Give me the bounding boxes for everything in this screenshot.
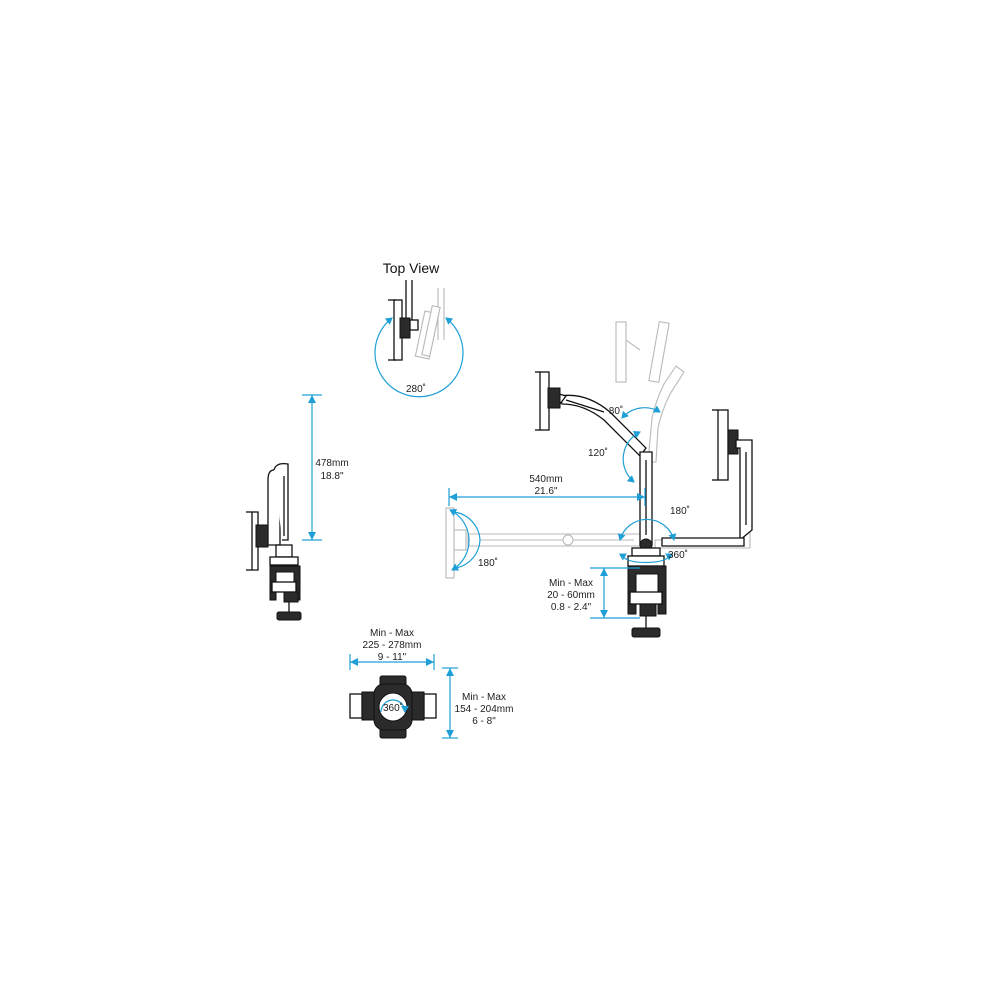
height-mm-label: 478mm (315, 458, 348, 469)
top-view-rotation-arc (374, 317, 464, 398)
active-arm (535, 371, 647, 457)
tilt-down-arc (622, 431, 641, 483)
arm-post (627, 451, 665, 567)
side-view-arm (246, 462, 299, 571)
main-view-group: 540mm 21.6" 80˚ 120˚ 180˚ 360˚ 180˚ Min … (445, 320, 753, 638)
top-view-rotation-label: 280˚ (406, 383, 426, 395)
tablet-holder (349, 675, 437, 739)
top-view-ghost-tablet (414, 288, 445, 360)
top-view-tablet (388, 280, 419, 361)
tilt-up-arc (621, 405, 661, 419)
tilt-up-label: 80˚ (609, 405, 623, 417)
clamp-range-label: Min - Max (549, 578, 593, 589)
reach-mm-label: 540mm (529, 474, 562, 485)
side-view-group: 478mm 18.8" (246, 394, 349, 621)
holder-height-mm-label: 154 - 204mm (455, 704, 514, 715)
height-in-label: 18.8" (320, 471, 343, 482)
tablet-tilt-arc (449, 509, 470, 571)
arm-swivel-arc (617, 518, 677, 541)
top-view-group: Top View 280˚ (374, 260, 464, 398)
clamp-in-label: 0.8 - 2.4" (551, 602, 592, 613)
side-view-clamp (269, 565, 302, 621)
base-swivel-arc (618, 553, 674, 564)
reach-in-label: 21.6" (534, 486, 557, 497)
tablet-tilt-label: 180˚ (478, 557, 498, 569)
holder-height-in-label: 6 - 8" (472, 716, 496, 727)
holder-rotation-label: 360˚ (383, 702, 403, 714)
top-view-title: Top View (383, 260, 440, 276)
holder-width-range-label: Min - Max (370, 628, 414, 639)
ghost-side-arm (654, 409, 753, 549)
holder-height-range-label: Min - Max (462, 692, 506, 703)
holder-group: Min - Max 225 - 278mm 9 - 11" Min - Max … (349, 628, 514, 739)
clamp-mm-label: 20 - 60mm (547, 590, 595, 601)
base-swivel-label: 360˚ (668, 549, 688, 561)
holder-width-mm-label: 225 - 278mm (363, 640, 422, 651)
holder-width-in-label: 9 - 11" (378, 652, 407, 663)
main-clamp (627, 565, 667, 638)
arm-swivel-label: 180˚ (670, 505, 690, 517)
holder-rotation-arc (380, 699, 409, 713)
tilt-down-label: 120˚ (588, 447, 608, 459)
ghost-raised-arm (615, 320, 685, 463)
